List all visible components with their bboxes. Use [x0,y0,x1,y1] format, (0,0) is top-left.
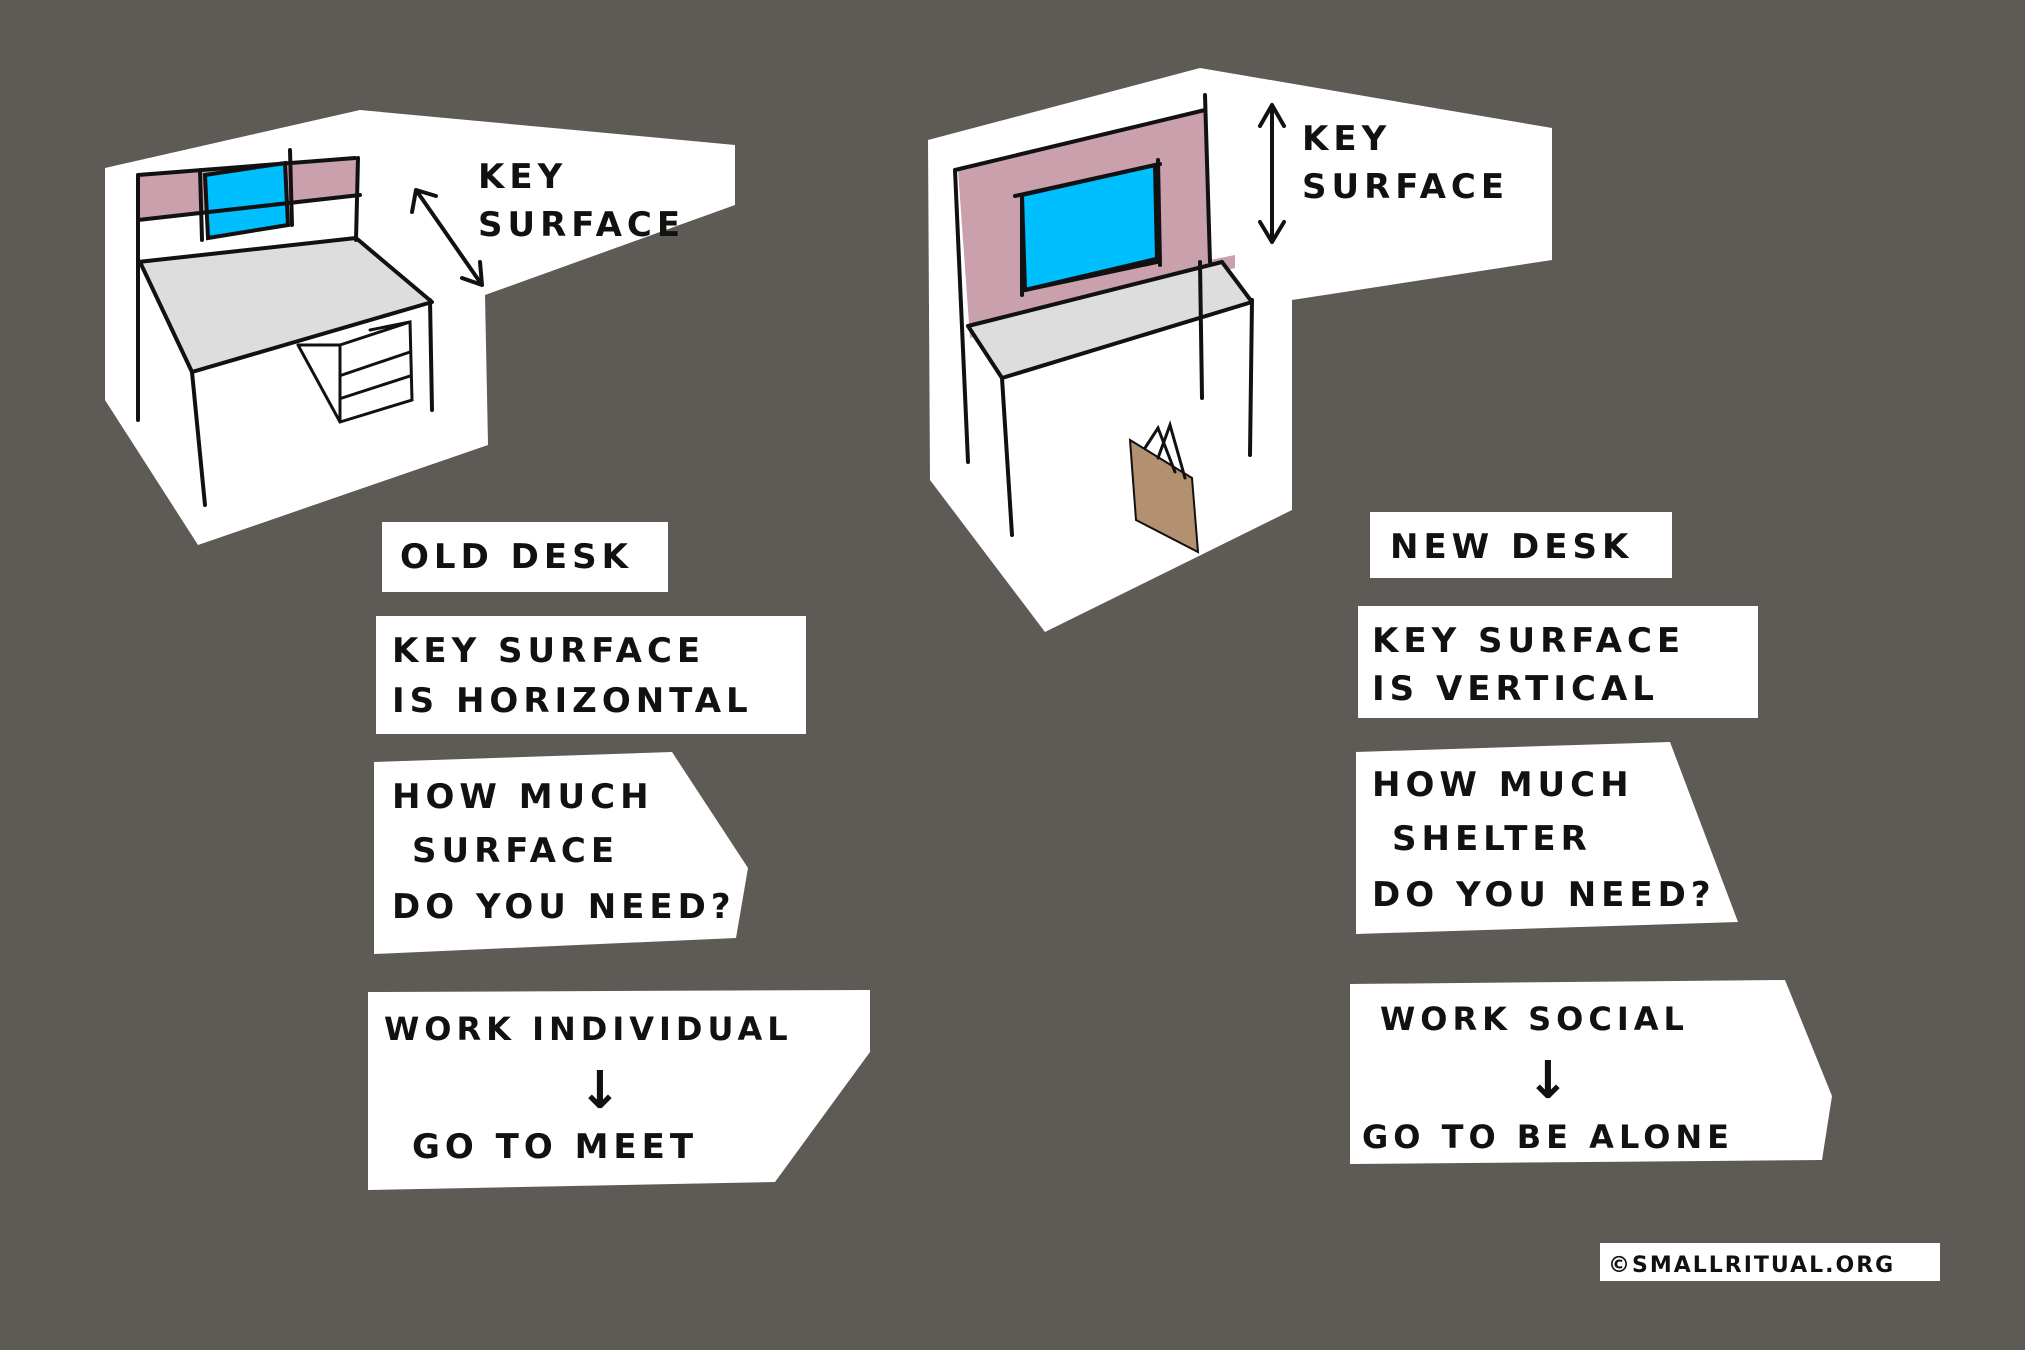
old-desk-key-surface-label-1: KEY [478,157,567,197]
old-desk-flow-top: WORK INDIVIDUAL [384,1010,793,1048]
new-desk-title-card [1370,512,1672,578]
new-desk-flow-top: WORK SOCIAL [1380,1000,1689,1038]
old-desk-statement-line-1: KEY SURFACE [392,631,705,671]
old-desk-monitor [202,160,291,241]
old-desk-question-line-1: HOW MUCH [392,777,654,817]
new-desk-flow-arrow: ↓ [1526,1051,1575,1111]
new-desk-statement-card [1358,606,1758,718]
new-desk-key-surface-arrow [1258,103,1286,244]
old-desk-statement-card [376,616,806,734]
new-desk-question-line-2: SHELTER [1392,819,1592,859]
new-desk-statement-line-2: IS VERTICAL [1372,669,1659,709]
old-desk-outline [136,148,434,507]
new-desk-question-card [1356,742,1738,934]
old-desk-question-line-2: SURFACE [412,831,619,871]
new-desk-flow-card [1350,980,1832,1164]
new-desk-question-line-1: HOW MUCH [1372,765,1634,805]
old-desk-flow-card [368,990,870,1190]
old-desk-statement-line-2: IS HORIZONTAL [392,681,753,721]
old-desk-top [140,238,430,372]
new-desk-bag-handles [1143,420,1187,480]
old-desk-illustration [105,110,735,545]
credit-text: ©SMALLRITUAL.ORG [1608,1253,1895,1278]
old-desk-title-card [382,522,668,592]
new-desk-illustration [928,68,1552,632]
new-desk-title: NEW DESK [1390,527,1633,567]
old-desk-title: OLD DESK [400,537,633,577]
old-desk-drawers [296,320,414,424]
new-desk-key-surface-label-2: SURFACE [1302,167,1509,207]
new-desk-top [968,262,1252,378]
old-desk-flow-bottom: GO TO MEET [412,1127,698,1167]
new-desk-key-surface-label-1: KEY [1302,119,1391,159]
old-desk-key-surface-label-2: SURFACE [478,205,685,245]
new-desk-outline [953,93,1254,537]
new-desk-flow-bottom: GO TO BE ALONE [1362,1118,1734,1156]
old-desk-question-card [374,752,748,954]
new-desk-statement-line-1: KEY SURFACE [1372,621,1685,661]
new-desk-question-line-3: DO YOU NEED? [1372,875,1716,915]
old-desk-key-surface-arrow [410,188,484,287]
old-desk-question-line-3: DO YOU NEED? [392,887,736,927]
credit-card [1600,1243,1940,1281]
old-desk-flow-arrow: ↓ [578,1061,627,1121]
